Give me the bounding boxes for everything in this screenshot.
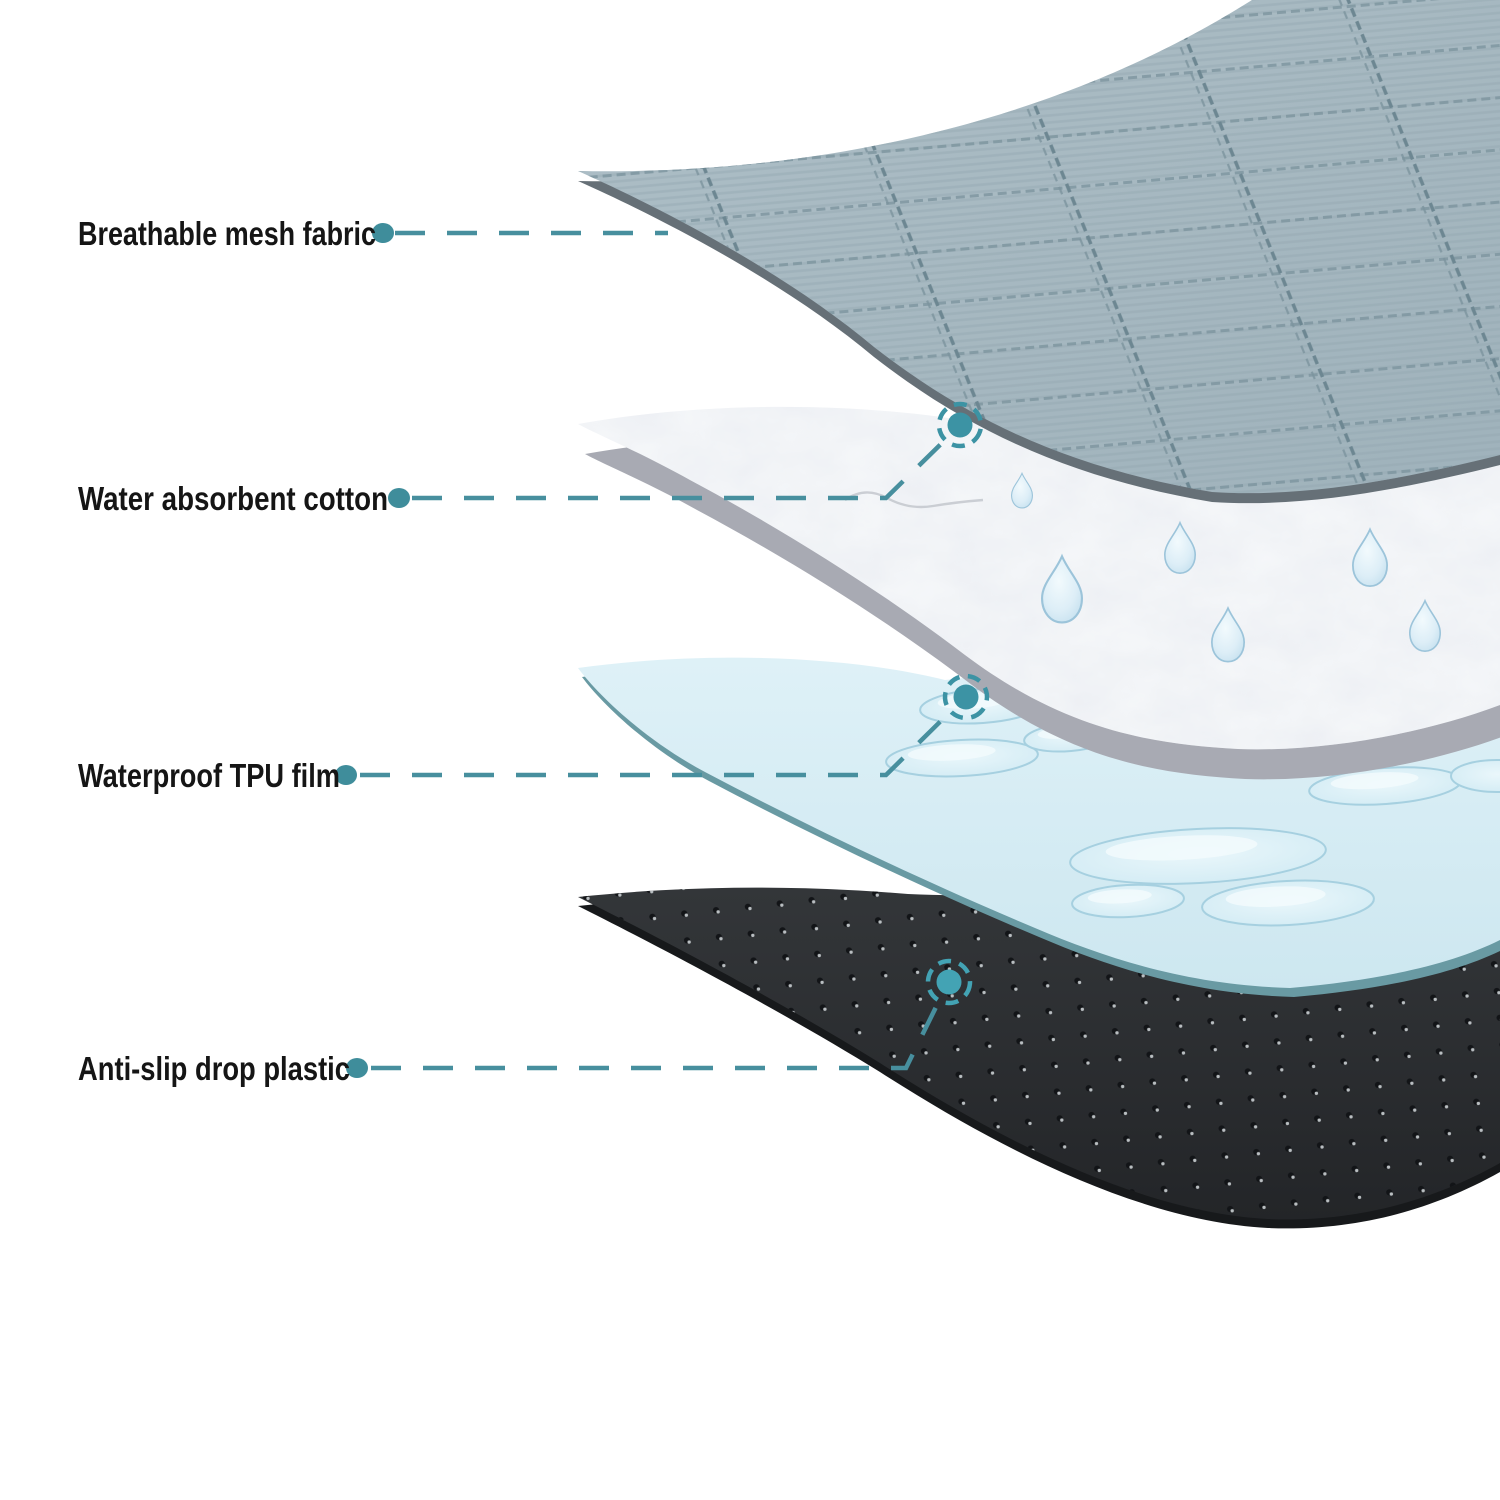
callout-dot-icon xyxy=(346,1058,368,1078)
callout-dots xyxy=(335,223,410,1078)
callout-line-tpu xyxy=(360,710,952,778)
layer-label-tpu: Waterproof TPU film xyxy=(78,757,340,794)
cotton-layer xyxy=(578,406,1500,780)
cotton-fiber-wisp xyxy=(844,491,984,509)
layer-label-plastic: Anti-slip drop plastic xyxy=(78,1050,350,1087)
focus-marker-icon xyxy=(925,958,973,1006)
layer-label-mesh: Breathable mesh fabric xyxy=(78,215,376,252)
focus-marker-icon xyxy=(942,673,990,721)
callout-dot-icon xyxy=(335,765,357,785)
focus-marker-icon xyxy=(936,401,984,449)
callout-lines xyxy=(360,230,952,1071)
puddle xyxy=(1071,883,1185,919)
callout-line-cotton xyxy=(412,438,947,501)
puddle xyxy=(885,738,1039,778)
callout-line-plastic xyxy=(371,1002,941,1071)
layer-label-cotton: Water absorbent cotton xyxy=(78,480,388,517)
puddle xyxy=(1069,827,1327,885)
puddle xyxy=(1201,879,1375,927)
puddle xyxy=(1450,759,1500,793)
callout-dot-icon xyxy=(372,223,394,243)
callout-dot-icon xyxy=(388,488,410,508)
